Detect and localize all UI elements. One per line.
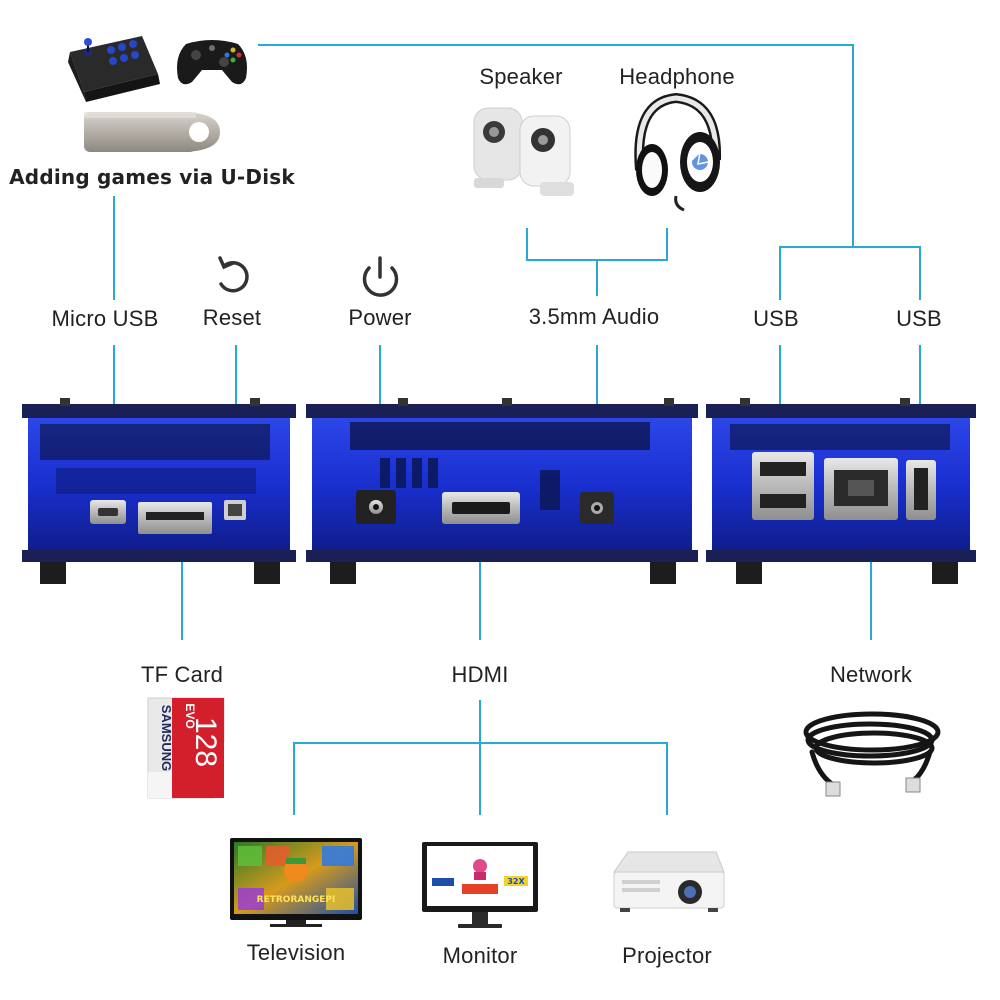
headphone-label: Headphone: [619, 64, 735, 89]
joystick-icon: [68, 36, 160, 102]
monitor-badge: 32X: [507, 877, 525, 886]
projector-icon: [613, 851, 725, 912]
television-label: Television: [246, 940, 346, 965]
case-left: [22, 398, 296, 584]
ethernet-cable-icon: [803, 711, 941, 797]
sd-capacity: 128: [189, 717, 222, 767]
monitor-icon: 32X: [422, 842, 538, 928]
tf-card-label: TF Card: [140, 662, 224, 687]
usb-right-label: USB: [896, 306, 942, 331]
reset-icon: [218, 256, 249, 293]
gamepad-icon: [177, 40, 247, 85]
speaker-label: Speaker: [479, 64, 563, 89]
monitor-label: Monitor: [442, 943, 518, 968]
line-audio-split: [526, 228, 668, 261]
projector-label: Projector: [622, 943, 712, 968]
reset-label: Reset: [202, 305, 262, 330]
headphone-icon: [634, 92, 722, 212]
case-middle: [306, 398, 698, 584]
usb-stick-icon: [84, 112, 220, 152]
sd-series: EVO: [183, 703, 197, 728]
network-label: Network: [829, 662, 913, 687]
sd-card-icon: SAMSUNG 128 EVO: [147, 697, 225, 799]
line-usb-split: [779, 246, 921, 300]
hdmi-label: HDMI: [451, 662, 509, 687]
power-label: Power: [348, 305, 412, 330]
audio-label: 3.5mm Audio: [528, 304, 660, 329]
usb-left-label: USB: [753, 306, 799, 331]
tv-logo: RETRORANGEPI: [257, 895, 336, 905]
micro-usb-label: Micro USB: [51, 306, 159, 331]
udisk-caption: Adding games via U-Disk: [9, 165, 295, 189]
line-display-split: [293, 742, 668, 815]
power-icon: [362, 256, 399, 297]
television-icon: RETRORANGEPI: [230, 838, 362, 927]
sd-brand: SAMSUNG: [159, 705, 174, 771]
speaker-icon: [473, 107, 574, 196]
line-controllers-to-usb: [258, 44, 854, 247]
case-right: [706, 398, 976, 584]
